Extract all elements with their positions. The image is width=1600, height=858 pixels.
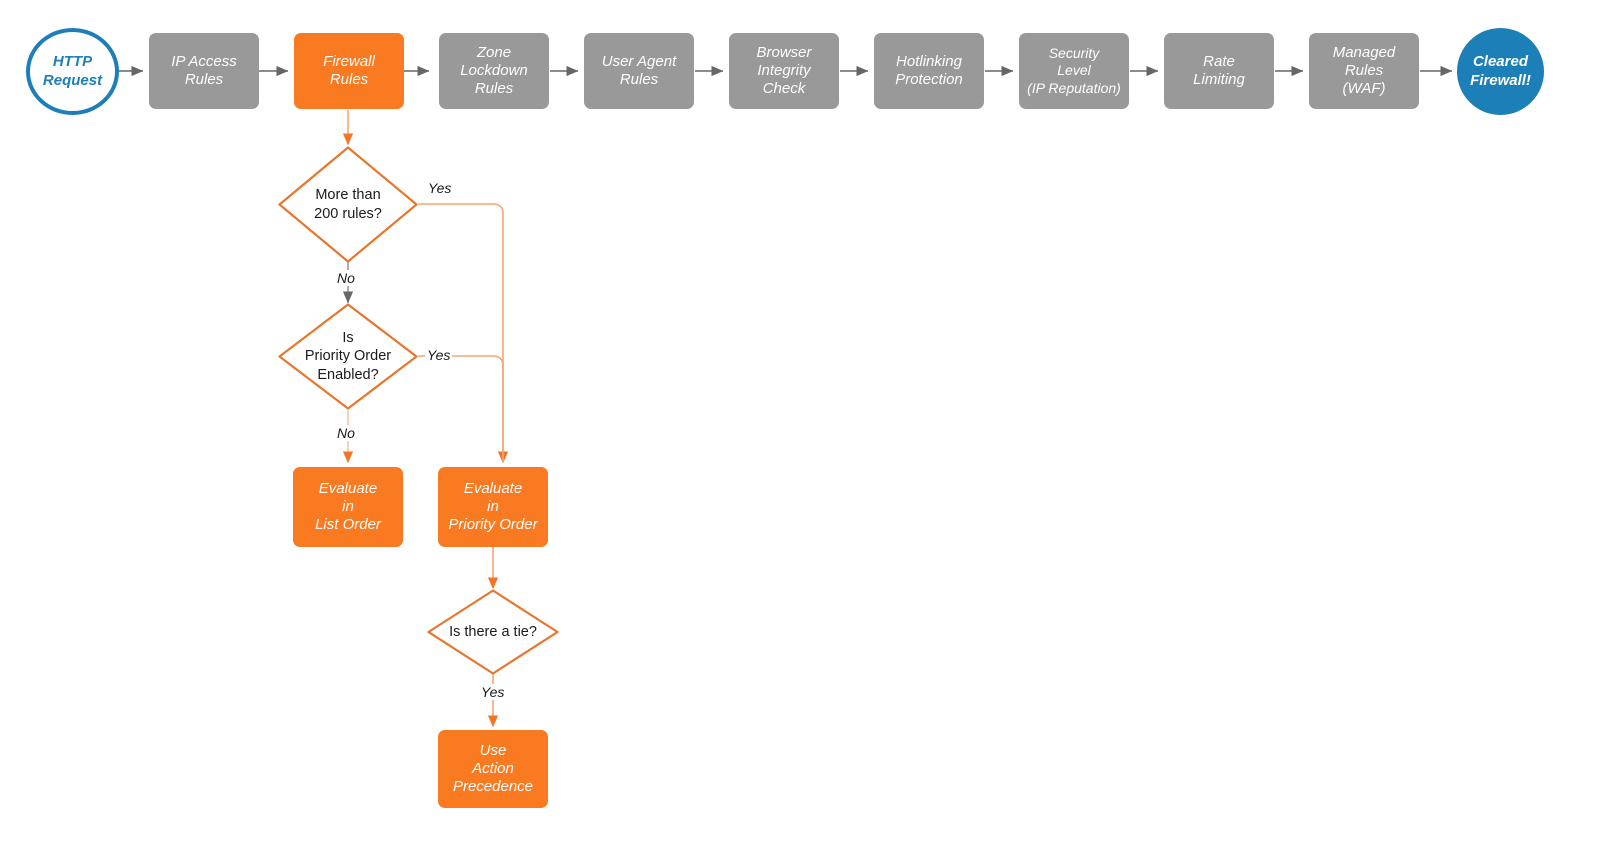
node-ip-access-rules-label: IP Access Rules — [171, 52, 237, 88]
edge-decision200-yes-to-priority-order — [418, 203, 509, 464]
node-firewall-rules-label: Firewall Rules — [323, 52, 375, 88]
decision-is-there-a-tie-label: Is there a tie? — [449, 623, 537, 640]
edge-label-no-priority-order: No — [335, 425, 357, 441]
node-evaluate-in-list-order[interactable]: Evaluate in List Order — [293, 467, 403, 547]
node-user-agent-rules-label: User Agent Rules — [601, 52, 677, 88]
node-evaluate-in-list-order-label: Evaluate in List Order — [315, 479, 381, 534]
node-rate-limiting-label: Rate Limiting — [1193, 52, 1245, 88]
node-http-request-label: HTTP Request — [42, 53, 103, 89]
node-rate-limiting[interactable]: Rate Limiting — [1164, 33, 1274, 109]
node-zone-lockdown-rules-label: Zone Lockdown Rules — [460, 43, 528, 98]
diamond-shape-is-there-a-tie — [427, 589, 559, 675]
node-hotlinking-protection-label: Hotlinking Protection — [895, 52, 963, 88]
diamond-shape-is-priority-order-enabled — [278, 303, 418, 410]
node-user-agent-rules[interactable]: User Agent Rules — [584, 33, 694, 109]
node-security-level[interactable]: Security Level (IP Reputation) — [1019, 33, 1129, 109]
node-security-level-label: Security Level (IP Reputation) — [1027, 45, 1121, 96]
node-browser-integrity-check[interactable]: Browser Integrity Check — [729, 33, 839, 109]
node-evaluate-in-priority-order[interactable]: Evaluate in Priority Order — [438, 467, 548, 547]
node-managed-rules-waf-label: Managed Rules (WAF) — [1332, 43, 1396, 98]
decision-more-than-200-rules-label: More than 200 rules? — [314, 187, 382, 222]
edge-label-yes-tie: Yes — [479, 684, 507, 700]
node-managed-rules-waf[interactable]: Managed Rules (WAF) — [1309, 33, 1419, 109]
node-hotlinking-protection[interactable]: Hotlinking Protection — [874, 33, 984, 109]
node-firewall-rules[interactable]: Firewall Rules — [294, 33, 404, 109]
edge-priority-yes-to-priority-order — [418, 355, 504, 462]
node-ip-access-rules[interactable]: IP Access Rules — [149, 33, 259, 109]
node-browser-integrity-check-label: Browser Integrity Check — [756, 43, 812, 98]
node-cleared-firewall[interactable]: Cleared Firewall! — [1457, 28, 1544, 115]
decision-is-priority-order-enabled[interactable]: Is Priority Order Enabled? — [278, 303, 418, 410]
edge-label-yes-more-than-200: Yes — [426, 180, 454, 196]
decision-more-than-200-rules[interactable]: More than 200 rules? — [278, 146, 418, 263]
node-cleared-firewall-label: Cleared Firewall! — [1470, 53, 1531, 89]
decision-is-priority-order-enabled-label: Is Priority Order Enabled? — [304, 330, 392, 383]
node-http-request[interactable]: HTTP Request — [26, 28, 119, 115]
node-evaluate-in-priority-order-label: Evaluate in Priority Order — [448, 479, 538, 534]
node-zone-lockdown-rules[interactable]: Zone Lockdown Rules — [439, 33, 549, 109]
decision-is-there-a-tie[interactable]: Is there a tie? — [427, 589, 559, 675]
edge-label-no-more-than-200: No — [335, 270, 357, 286]
node-use-action-precedence-label: Use Action Precedence — [452, 741, 534, 796]
node-use-action-precedence[interactable]: Use Action Precedence — [438, 730, 548, 808]
edge-label-yes-priority-order: Yes — [425, 347, 453, 363]
diamond-shape-more-than-200-rules — [278, 146, 418, 263]
